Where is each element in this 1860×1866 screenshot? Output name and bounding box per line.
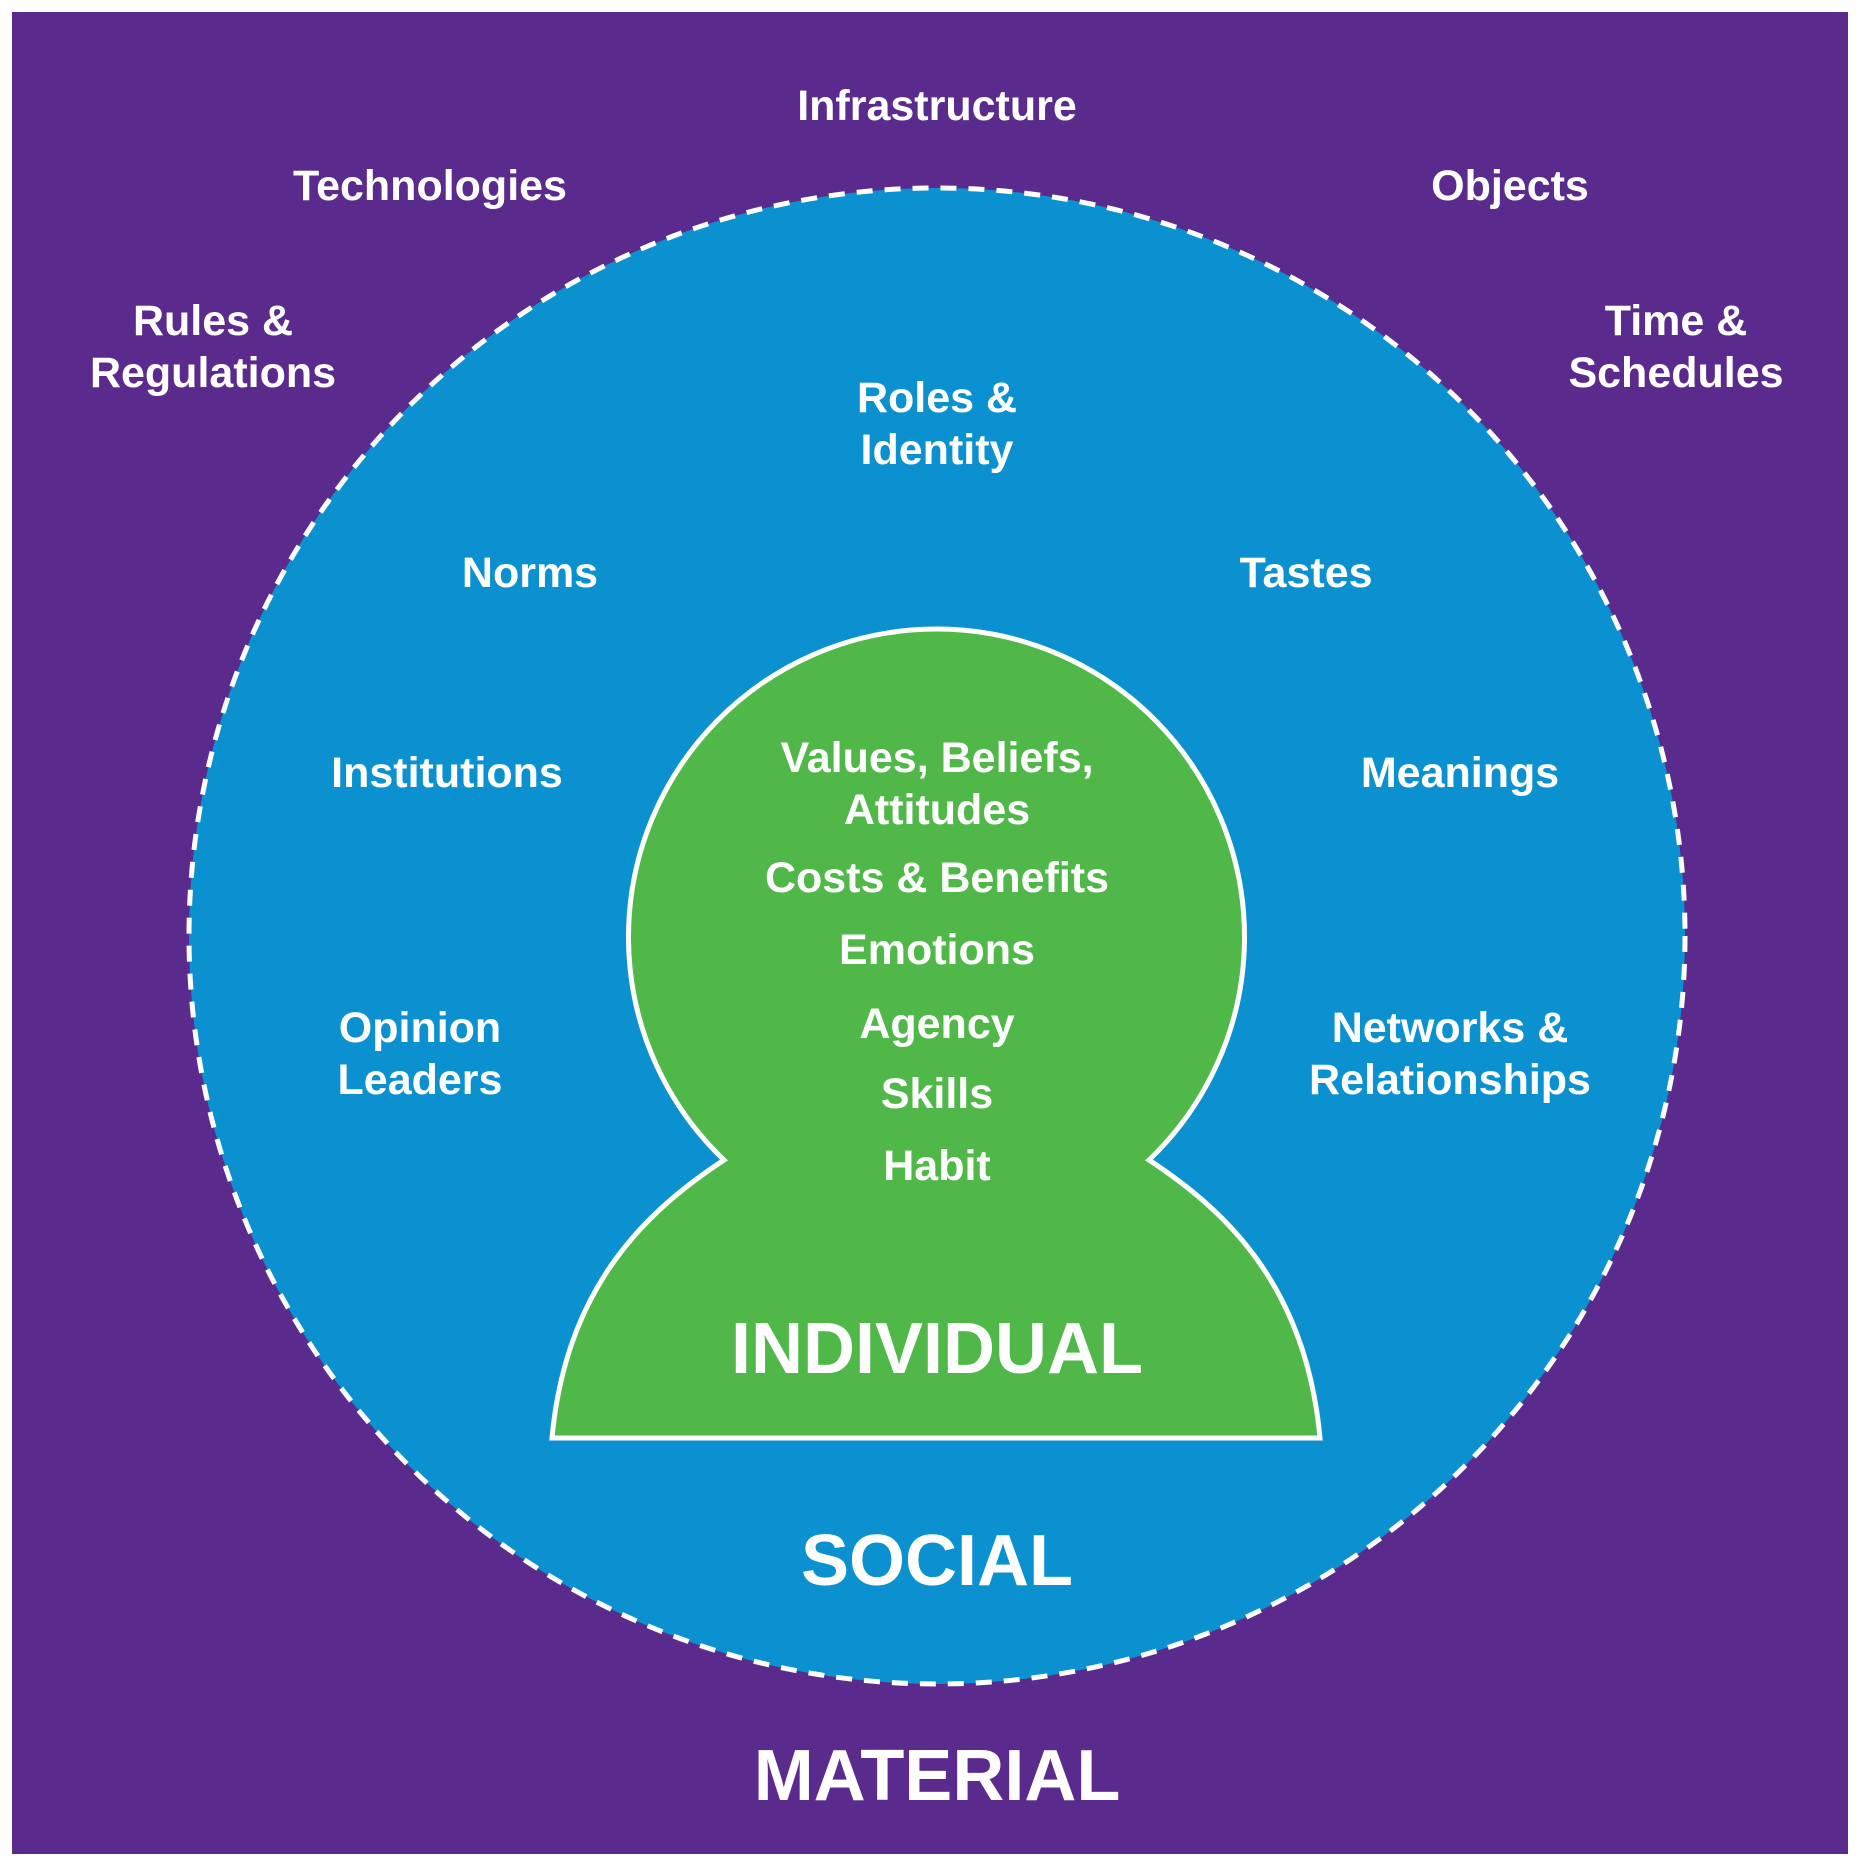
label-emotions: Emotions [839,926,1035,974]
label-infrastructure: Infrastructure [797,82,1077,130]
social-title: SOCIAL [801,1521,1073,1601]
individual-title: INDIVIDUAL [731,1309,1143,1389]
label-time-line2: Schedules [1568,349,1783,397]
material-title: MATERIAL [754,1736,1121,1816]
label-roles-line1: Roles & [857,374,1017,422]
label-opinion-line1: Opinion [339,1004,501,1052]
label-opinion-line2: Leaders [338,1056,503,1104]
label-technologies: Technologies [293,162,567,210]
label-tastes: Tastes [1239,549,1372,597]
label-institutions: Institutions [331,749,563,797]
label-values-line1: Values, Beliefs, [780,734,1093,782]
material-labels: Infrastructure Technologies Objects Rule… [90,82,1784,1816]
label-rules-line1: Rules & [133,297,293,345]
label-rules-line2: Regulations [90,349,336,397]
label-meanings: Meanings [1361,749,1559,797]
label-skills: Skills [881,1070,993,1118]
label-roles-line2: Identity [861,426,1014,474]
label-agency: Agency [859,1000,1014,1048]
label-networks-line2: Relationships [1309,1056,1591,1104]
individual-figure [549,626,1323,1441]
label-values-line2: Attitudes [844,786,1030,834]
label-objects: Objects [1431,162,1589,210]
individual-labels: Values, Beliefs, Attitudes Costs & Benef… [731,734,1143,1389]
label-habit: Habit [883,1142,991,1190]
social-labels: Roles & Identity Norms Tastes Institutio… [331,374,1591,1601]
label-costs-benefits: Costs & Benefits [765,854,1109,902]
label-time-line1: Time & [1605,297,1748,345]
label-norms: Norms [462,549,598,597]
label-networks-line1: Networks & [1332,1004,1569,1052]
